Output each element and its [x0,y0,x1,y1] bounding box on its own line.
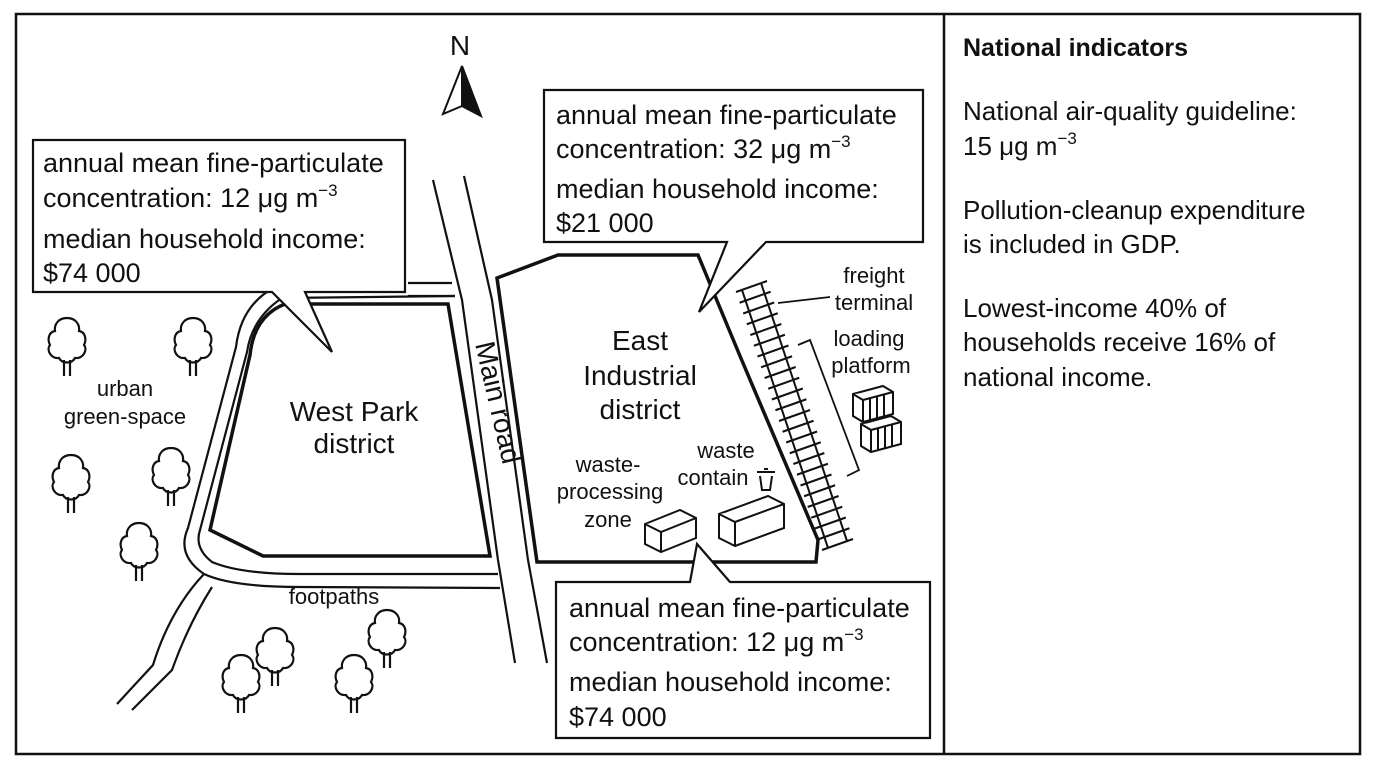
callout-east-box [542,88,925,313]
loading-label-line1: loading [834,326,905,351]
waste-processing-buildings [644,494,785,554]
waste-zone-label-line1: waste- [575,452,641,477]
loading-label-line2: platform [831,353,910,378]
loading-platform [797,338,861,477]
rail-sleeper [767,376,800,390]
rail-sleeper [792,452,825,465]
rail-sleeper [810,505,843,519]
west-park-district [207,302,493,558]
west-park-label-line1: West Park [290,396,420,427]
guideline-line2: 15 μg m−3 [963,129,1077,161]
west-park-label-line2: district [314,428,395,459]
rail-sleeper [818,527,850,541]
waste-zone-label-line2: processing [557,479,663,504]
north-arrow-icon [441,65,483,119]
income-share-line2: households receive 16% of [963,327,1276,357]
rail-sleeper [742,301,775,315]
freight-terminal-leader [777,296,831,304]
callout-west-line2: concentration: 12 μg m−3 [43,181,338,213]
callout-west-line4: $74 000 [43,258,141,288]
rail-sleeper [746,312,779,326]
rail-sleeper [821,538,854,551]
rail-sleeper [739,290,771,304]
green-space-label-line1: urban [97,376,153,401]
rail-sleeper [775,398,807,412]
guideline-line1: National air-quality guideline: [963,96,1297,126]
footpaths-label: footpaths [289,584,380,609]
callout-west-box [31,138,407,353]
rail-sleeper [807,495,840,508]
callout-south-line4: $74 000 [569,702,667,732]
cleanup-line1: Pollution-cleanup expenditure [963,195,1306,225]
rail-sleeper [782,419,814,433]
indicators-title: National indicators [963,34,1188,62]
rail-sleeper [753,333,786,347]
trash-bin-icon [757,468,775,491]
freight-containers [852,384,902,454]
main-road-label: Main road [469,338,527,466]
main-road [431,175,549,664]
rail-sleeper [785,430,818,444]
north-arrow-label: N [450,30,470,61]
rail-sleeper [757,344,789,358]
callout-east-line3: median household income: [556,174,879,204]
rail-sleeper [796,462,829,476]
callout-east-line1: annual mean fine-particulate [556,100,897,130]
rail-sleeper [814,516,847,530]
callout-west-line3: median household income: [43,224,366,254]
callout-west-line1: annual mean fine-particulate [43,148,384,178]
income-share-line3: national income. [963,362,1152,392]
income-share-line1: Lowest-income 40% of [963,293,1227,323]
cleanup-line2: is included in GDP. [963,229,1181,259]
east-district-label-line1: East [612,325,668,356]
figure-frame [14,12,1362,756]
east-industrial-district [495,253,820,564]
callout-south-line3: median household income: [569,667,892,697]
rail-sleeper [789,441,822,455]
railway-track [735,280,854,551]
callout-south-line1: annual mean fine-particulate [569,593,910,623]
callout-east-line4: $21 000 [556,208,654,238]
green-space-label-line2: green-space [64,404,186,429]
freight-label-line2: terminal [835,290,913,315]
freight-label-line1: freight [843,263,904,288]
east-district-label-line3: district [600,394,681,425]
east-district-label-line2: Industrial [583,360,697,391]
national-indicators-panel: National indicators National air-quality… [963,34,1306,392]
waste-zone-label-line3: zone [584,507,632,532]
rail-sleeper [803,484,836,498]
rail-sleeper [800,473,832,487]
rail-sleeper [749,323,782,336]
rail-sleeper [778,409,811,422]
waste-contain-label-line1: waste [696,438,754,463]
rail-sleeper [764,366,797,379]
rail-sleeper [771,387,804,401]
callout-south-box [554,541,932,740]
callout-south-line2: concentration: 12 μg m−3 [569,625,864,657]
footpaths-network [116,281,501,711]
waste-contain-label-line2: contain [678,465,749,490]
rail-sleeper [735,280,768,293]
callout-east-line2: concentration: 32 μg m−3 [556,132,851,164]
rail-sleeper [760,355,793,369]
